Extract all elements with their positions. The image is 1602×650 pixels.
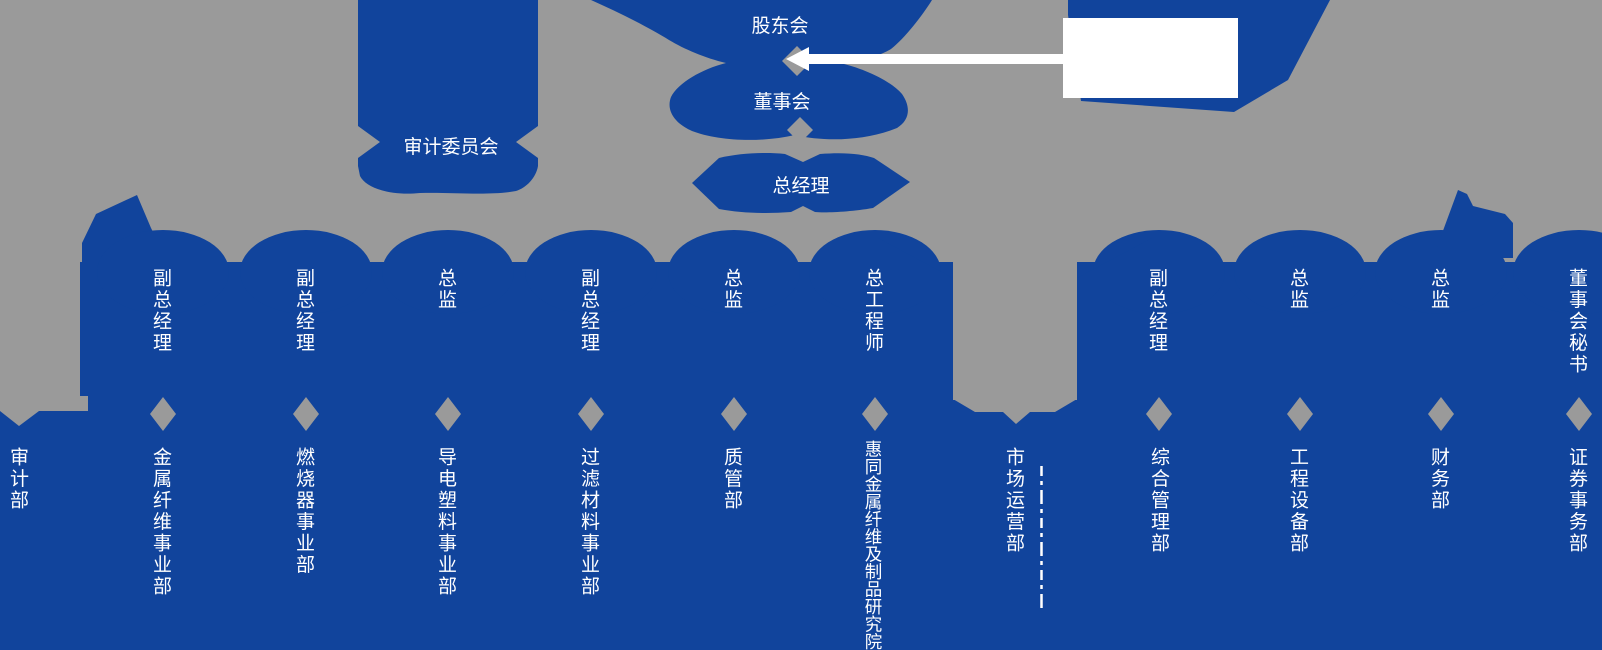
chain-notch-bottom [787, 117, 813, 143]
position-label: 董事会秘书 [1566, 268, 1587, 376]
shareholders-board-shape [591, 0, 932, 140]
bottom-band [0, 400, 1602, 650]
band-edge [1077, 238, 1152, 300]
department-label: 金属纤维事业部 [150, 447, 171, 598]
band-edge [878, 238, 953, 300]
blank-callout-box [1063, 18, 1238, 98]
node-general-manager: 总经理 [772, 176, 830, 197]
hump [1234, 230, 1366, 314]
department-label: 财务部 [1428, 447, 1449, 512]
hump [525, 230, 657, 314]
hump [668, 230, 800, 314]
position-label: 总监 [721, 268, 742, 311]
market-dept-wedge [953, 396, 1077, 424]
department-label: 审计部 [7, 447, 28, 512]
position-label: 副总经理 [1146, 268, 1167, 354]
node-audit-committee: 审计委员会 [403, 137, 499, 158]
general-manager-shape [692, 153, 910, 213]
column-diamonds [150, 397, 1592, 431]
department-label: 综合管理部 [1148, 447, 1169, 555]
hump [97, 230, 229, 314]
position-label: 副总经理 [293, 268, 314, 354]
hump [1513, 230, 1602, 314]
position-label: 总监 [1287, 268, 1308, 311]
node-board: 董事会 [753, 92, 811, 113]
pointer-arrow [786, 47, 1065, 71]
department-label: 惠同金属纤维及制品研究院 [863, 440, 883, 650]
position-label: 副总经理 [578, 268, 599, 354]
node-shareholders: 股东会 [751, 16, 809, 37]
department-label: 燃烧器事业部 [293, 447, 314, 576]
audit-dept-wedge [0, 396, 88, 426]
position-label: 总监 [1428, 268, 1449, 311]
position-label: 副总经理 [150, 268, 171, 354]
audit-committee-banner [358, 0, 538, 194]
department-label: 工程设备部 [1287, 447, 1308, 555]
department-label: 证券事务部 [1566, 447, 1587, 555]
department-label: 过滤材料事业部 [578, 447, 599, 598]
department-label: 导电塑料事业部 [435, 447, 456, 598]
position-label: 总监 [435, 268, 456, 311]
hump-notches [224, 236, 1381, 256]
hump [240, 230, 372, 314]
right-peak [1437, 190, 1513, 258]
department-label: 质管部 [721, 447, 742, 512]
position-label: 总工程师 [862, 268, 883, 354]
department-label: 市场运营部 [1003, 447, 1024, 555]
hump [382, 230, 514, 314]
